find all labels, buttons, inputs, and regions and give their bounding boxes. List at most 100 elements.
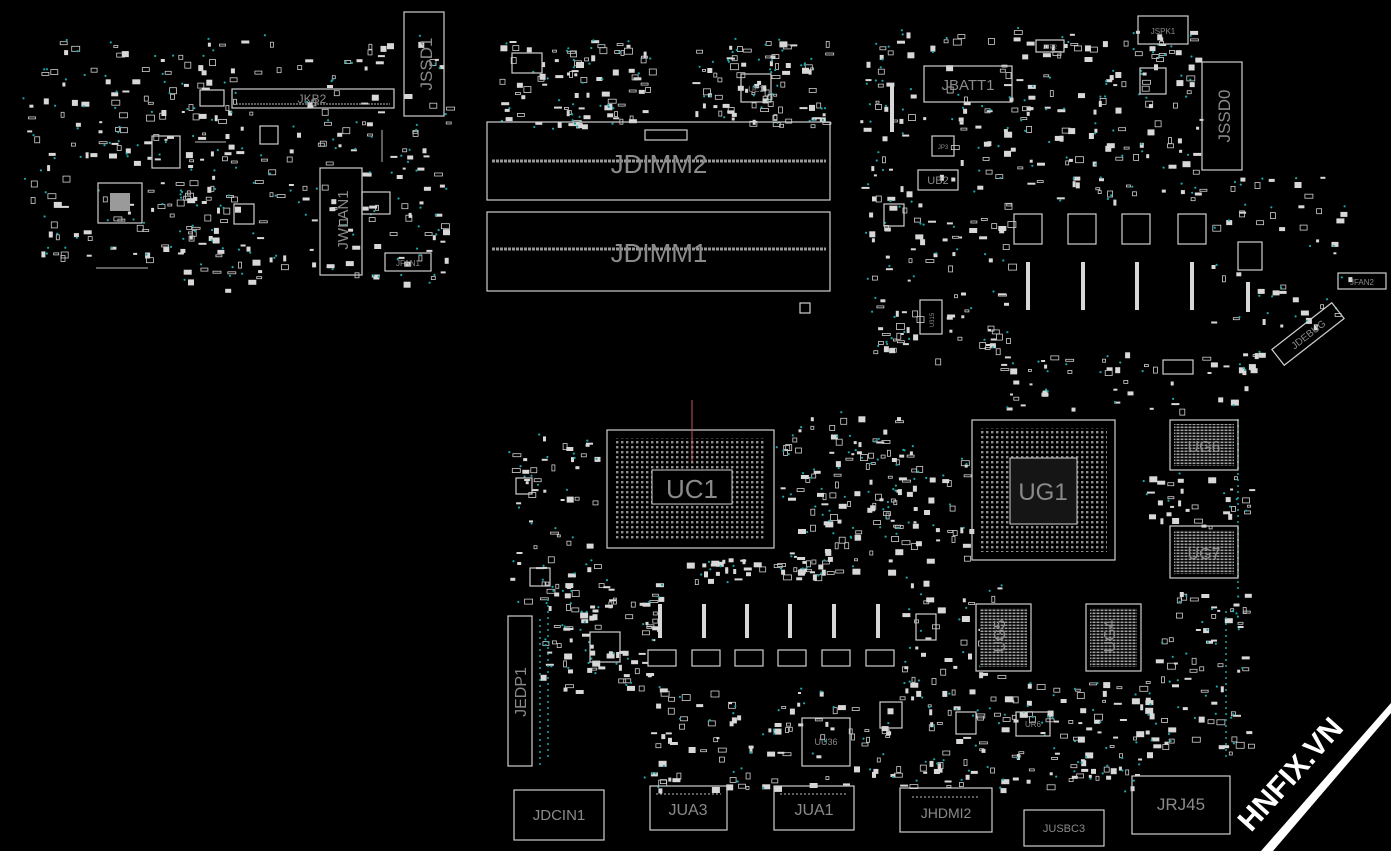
smd-component: [590, 605, 596, 609]
smd-component: [1043, 44, 1049, 49]
via: [1340, 276, 1343, 279]
chip-uu36[interactable]: UU36: [801, 717, 851, 767]
jumper-jp3[interactable]: JP3: [931, 135, 955, 157]
smd-component: [402, 167, 406, 170]
dimm-slot-jdimm2[interactable]: JDIMM2: [486, 121, 831, 201]
smd-component: [407, 155, 414, 160]
smd-component: [113, 45, 119, 48]
smd-component: [133, 160, 141, 166]
chip-ue3[interactable]: UE3: [740, 73, 772, 103]
testpoint-jtp2[interactable]: JTP2: [1035, 39, 1065, 53]
smd-component: [854, 491, 861, 497]
smd-component: [1348, 277, 1353, 283]
fan-connector-jfan1[interactable]: JFAN1: [384, 252, 432, 272]
chip-u315[interactable]: U315: [919, 299, 943, 335]
usb-connector-jua3[interactable]: JUA3: [649, 785, 728, 831]
dc-jack-jdcin1[interactable]: JDCIN1: [513, 789, 605, 841]
smd-component: [866, 61, 871, 68]
keyboard-connector-jkb2[interactable]: JKB2: [231, 88, 395, 109]
via: [960, 778, 963, 781]
smd-component: [964, 309, 970, 313]
via: [210, 118, 214, 121]
vram-ug4[interactable]: UG4: [1085, 603, 1142, 672]
smd-component: [1022, 54, 1029, 60]
fan-connector-jfan2[interactable]: JFAN2: [1337, 272, 1387, 290]
smd-component: [125, 148, 131, 154]
via: [660, 583, 664, 587]
via: [1225, 617, 1227, 619]
smd-component: [325, 161, 334, 166]
smd-component: [1125, 352, 1131, 359]
via: [887, 722, 890, 725]
smd-component: [961, 616, 970, 622]
via: [1204, 694, 1207, 697]
smd-component: [30, 180, 38, 188]
ethernet-connector-jrj45[interactable]: JRJ45: [1131, 775, 1231, 835]
smd-component: [1013, 30, 1023, 35]
smd-component: [578, 107, 585, 110]
via: [773, 732, 776, 735]
vram-ug5[interactable]: UG5: [975, 603, 1032, 672]
smd-component: [586, 92, 590, 98]
jtp2-label: JTP2: [1043, 45, 1058, 51]
smd-component: [246, 246, 251, 252]
smd-component: [186, 225, 193, 230]
via: [210, 239, 213, 242]
via: [241, 272, 244, 275]
smd-component: [655, 583, 664, 588]
smd-component: [256, 276, 263, 280]
hdmi-connector-jhdmi2[interactable]: JHDMI2: [899, 787, 993, 833]
smd-component: [361, 102, 369, 105]
smd-component: [188, 104, 194, 111]
via: [1047, 715, 1050, 718]
via: [867, 490, 870, 493]
chip-ub2[interactable]: UB2: [917, 169, 959, 191]
usbc-connector-jusbc3[interactable]: JUSBC3: [1023, 809, 1105, 847]
smd-component: [829, 424, 836, 431]
via: [962, 106, 965, 109]
via: [1215, 263, 1218, 266]
smd-component: [1250, 368, 1258, 374]
chip-topleft-small[interactable]: [151, 89, 391, 225]
battery-connector-jbatt1[interactable]: JBATT1: [923, 65, 1013, 103]
smd-component: [1065, 160, 1070, 166]
cpu-uc1[interactable]: UC1: [606, 400, 775, 549]
smd-component: [810, 67, 814, 71]
smd-component: [638, 685, 645, 692]
smd-component: [181, 111, 185, 113]
ssd-connector-jssd0[interactable]: JSSD0: [1201, 61, 1243, 171]
smd-component: [869, 479, 873, 485]
wlan-connector-jwlan1[interactable]: JWLAN1: [319, 167, 363, 276]
usb-connector-jua1[interactable]: JUA1: [773, 785, 855, 831]
smd-component: [895, 459, 900, 466]
smd-component: [1161, 189, 1166, 193]
chip-ur6[interactable]: UR6: [1015, 711, 1051, 737]
smd-component: [81, 101, 90, 107]
smd-component: [560, 499, 565, 501]
smd-component: [892, 338, 897, 342]
via: [1148, 692, 1151, 695]
smd-component: [901, 311, 907, 314]
via: [723, 116, 726, 119]
smd-component: [1242, 370, 1247, 376]
via: [234, 91, 237, 94]
jdimm2-label: JDIMM2: [611, 149, 708, 179]
via: [334, 147, 337, 150]
smd-component: [47, 193, 57, 200]
vram-ug7[interactable]: UG7: [1169, 525, 1239, 579]
smd-component: [745, 772, 751, 780]
gpu-ug1[interactable]: UG1: [971, 419, 1116, 561]
speaker-connector-jspk1[interactable]: JSPK1: [1137, 15, 1189, 45]
via: [541, 578, 544, 581]
vram-ug6[interactable]: UG6: [1169, 419, 1239, 471]
smd-component: [545, 663, 554, 666]
via: [908, 608, 911, 611]
smd-component: [1176, 80, 1184, 87]
ssd-connector-jssd1[interactable]: JSSD1: [403, 11, 445, 117]
display-connector-jedp1[interactable]: JEDP1: [507, 615, 533, 767]
via: [821, 513, 824, 516]
smd-component: [219, 43, 226, 47]
chip-topleft-large[interactable]: [97, 182, 143, 224]
dimm-slot-jdimm1[interactable]: JDIMM1: [486, 211, 831, 292]
smd-component: [1123, 146, 1130, 150]
